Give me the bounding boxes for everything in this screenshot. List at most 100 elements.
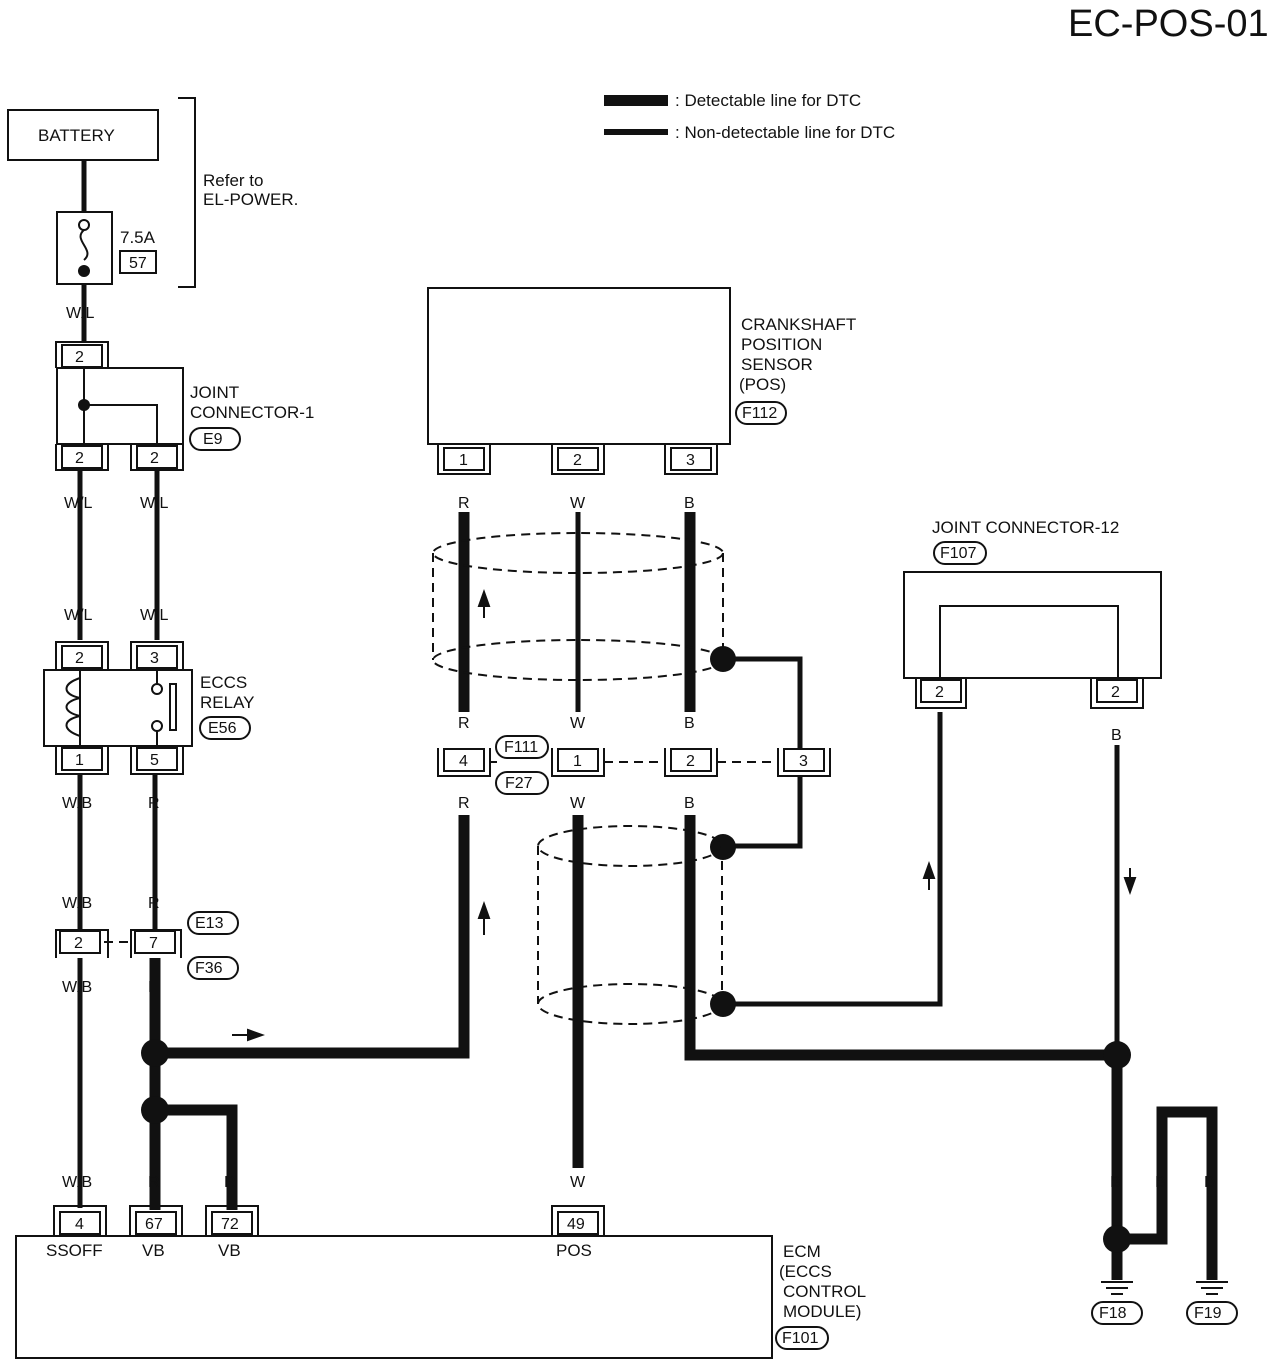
e13-pin-b: 7 [149, 935, 158, 952]
wire-color-b-1: B [684, 495, 695, 512]
arrow-down-icon [1123, 868, 1137, 895]
e13-ref-bottom: F36 [195, 960, 223, 977]
wire-color-r-7: R [458, 715, 470, 732]
arrow-right-icon [232, 1028, 265, 1042]
connector-f111-f27: 4 1 2 3 F111 F27 [437, 735, 831, 795]
fuse-rating: 7.5A [120, 228, 156, 247]
wire-color-b-2: B [684, 715, 695, 732]
eccs-relay: 2 3 1 5 ECCS RELAY E56 [43, 641, 255, 775]
jc1-pin-left: 2 [75, 450, 84, 467]
wire-color-r-1: R [148, 795, 160, 812]
legend-non-detectable-label: : Non-detectable line for DTC [675, 123, 895, 142]
cps-label-line1: CRANKSHAFT [741, 315, 856, 334]
ecm-ref: F101 [782, 1330, 819, 1347]
wire-color-wl-1: W/L [66, 305, 95, 322]
relay-label-line2: RELAY [200, 693, 255, 712]
wire-color-w-2: W [570, 715, 586, 732]
relay-pin-bl: 1 [75, 752, 84, 769]
wire-color-w-3: W [570, 795, 586, 812]
battery: BATTERY [7, 109, 159, 161]
wire-color-r-6: R [458, 495, 470, 512]
relay-pin-br: 5 [150, 752, 159, 769]
joint-connector-1: 2 2 2 JOINT CONNECTOR-1 E9 [55, 341, 314, 471]
ecm-pin-4: 4 [75, 1216, 84, 1233]
ecm-label-line3: CONTROL [783, 1282, 866, 1301]
cps-label-line3: SENSOR [741, 355, 813, 374]
wire-color-b-7: B [1204, 1174, 1215, 1191]
wire-color-wb-4: W/B [62, 1174, 92, 1191]
ecm-pin-49-name: POS [556, 1241, 592, 1260]
refer-bracket [178, 97, 196, 288]
jc1-pin-top: 2 [75, 349, 84, 366]
e13-ref-top: E13 [195, 915, 224, 932]
cps-label-line2: POSITION [741, 335, 822, 354]
battery-label: BATTERY [38, 126, 115, 145]
f111-pin-c: 2 [686, 753, 695, 770]
ground-icon [1101, 1281, 1133, 1295]
jc1-label-line2: CONNECTOR-1 [190, 403, 314, 422]
relay-ref: E56 [208, 720, 237, 737]
f111-pin-d: 3 [799, 753, 808, 770]
ecm-pin-67: 67 [145, 1216, 163, 1233]
ecm-pin-49: 49 [567, 1216, 585, 1233]
crankshaft-position-sensor: CRANKSHAFT POSITION SENSOR (POS) F112 1 … [427, 287, 856, 475]
legend-thick-line [604, 95, 668, 106]
wire-color-wb-2: W/B [62, 895, 92, 912]
wire-color-wb-3: W/B [62, 979, 92, 996]
ecm-pin-72-name: VB [218, 1241, 241, 1260]
f111-pin-b: 1 [573, 753, 582, 770]
wire-color-wl-3: W/L [140, 495, 169, 512]
cps-pin3: 3 [686, 452, 695, 469]
fuse-number: 57 [129, 255, 147, 272]
ecm-pin-4-name: SSOFF [46, 1241, 103, 1260]
ecm-pin-72: 72 [221, 1216, 239, 1233]
fuse: 7.5A 57 [56, 211, 157, 285]
f111-ref-bottom: F27 [505, 775, 533, 792]
ecm-label-line4: MODULE) [783, 1302, 861, 1321]
ecm-label-line2: (ECCS [779, 1262, 832, 1281]
f111-ref-top: F111 [504, 739, 538, 756]
cps-label-line4: (POS) [739, 375, 786, 394]
jc12-ref: F107 [940, 545, 977, 562]
arrow-up-icon [477, 589, 491, 618]
arrow-up-icon [922, 861, 936, 890]
relay-label-line1: ECCS [200, 673, 247, 692]
cps-pin1: 1 [459, 452, 468, 469]
refer-note-line1: Refer to [203, 171, 263, 190]
ground-ref-left: F18 [1099, 1305, 1127, 1322]
ecm-label-line1: ECM [783, 1242, 821, 1261]
legend-detectable-label: : Detectable line for DTC [675, 91, 861, 110]
relay-pin-tl: 2 [75, 650, 84, 667]
wire-color-r-4: R [148, 1174, 160, 1191]
jc1-pin-right: 2 [150, 450, 159, 467]
wire-color-wb-1: W/B [62, 795, 92, 812]
jc1-label-line1: JOINT [190, 383, 239, 402]
refer-note-line2: EL-POWER. [203, 190, 298, 209]
wire-color-b-4: B [1111, 727, 1122, 744]
ecm: 4 SSOFF 67 VB 72 VB 49 POS ECM (ECCS CON… [15, 1205, 866, 1359]
relay-pin-tr: 3 [150, 650, 159, 667]
wire-color-wl-5: W/L [140, 607, 169, 624]
wire-color-r-5: R [224, 1174, 236, 1191]
joint-connector-12: JOINT CONNECTOR-12 F107 2 2 [903, 518, 1162, 709]
arrow-up-icon [477, 901, 491, 935]
page-title: EC-POS-01 [1068, 3, 1269, 45]
wire-color-b-5: B [1110, 1174, 1121, 1191]
wire-color-w-4: W [570, 1174, 586, 1191]
cps-pin2: 2 [573, 452, 582, 469]
jc12-pin-right: 2 [1111, 684, 1120, 701]
wire-color-wl-2: W/L [64, 495, 93, 512]
wire-color-b-6: B [1155, 1174, 1166, 1191]
legend: : Detectable line for DTC : Non-detectab… [604, 91, 895, 142]
wire-color-w-1: W [570, 495, 586, 512]
f111-pin-a: 4 [459, 753, 468, 770]
wire-color-r-8: R [458, 795, 470, 812]
cps-ref: F112 [742, 405, 777, 422]
e13-pin-a: 2 [74, 935, 83, 952]
ground-icon [1196, 1281, 1228, 1295]
wire-color-b-3: B [684, 795, 695, 812]
jc12-label: JOINT CONNECTOR-12 [932, 518, 1119, 537]
ground-ref-right: F19 [1194, 1305, 1222, 1322]
connector-e13-f36: 2 7 E13 F36 [55, 911, 239, 980]
